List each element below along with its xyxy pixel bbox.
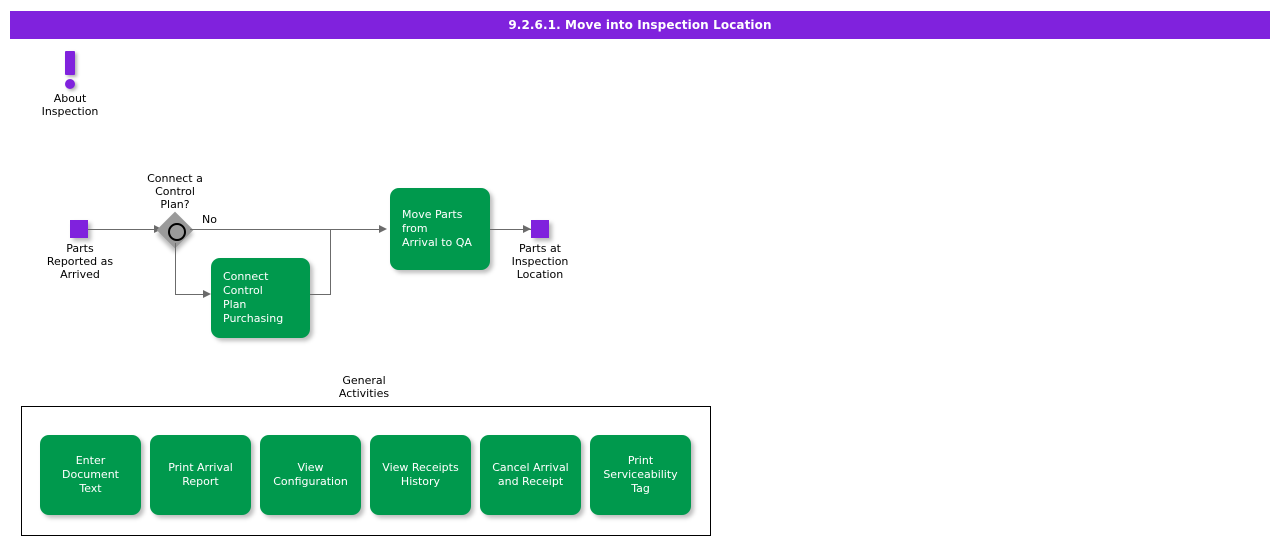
- task-connect-control-plan-purchasing[interactable]: Connect Control Plan Purchasing: [211, 258, 310, 338]
- exclamation-icon: [20, 48, 120, 92]
- connector-control-plan-out: [310, 294, 331, 295]
- button-label: Print Arrival Report: [168, 461, 233, 488]
- general-activities-label: General Activities: [338, 374, 390, 400]
- button-label: View Configuration: [273, 461, 348, 488]
- task-label: Move Parts from Arrival to QA: [402, 208, 472, 249]
- button-print-serviceability-tag[interactable]: Print Serviceability Tag: [590, 435, 691, 515]
- start-event-label: Parts Reported as Arrived: [46, 242, 114, 281]
- connector-gateway-to-control-plan: [175, 294, 207, 295]
- button-label: Print Serviceability Tag: [603, 454, 678, 495]
- start-event-parts-reported-as-arrived[interactable]: [70, 220, 88, 238]
- connector-move-parts-to-end: [490, 229, 532, 230]
- about-inspection-annotation[interactable]: About Inspection: [20, 48, 120, 118]
- connector-gateway-to-move-parts: [190, 229, 382, 230]
- button-print-arrival-report[interactable]: Print Arrival Report: [150, 435, 251, 515]
- flow-label-no: No: [202, 213, 217, 226]
- connector-gateway-down: [175, 243, 176, 294]
- exclamation-bar: [65, 51, 75, 75]
- button-label: Enter Document Text: [62, 454, 119, 495]
- arrowhead-gateway-to-control-plan: [203, 290, 211, 298]
- gateway-inclusive-circle-icon: [168, 223, 186, 241]
- task-label: Connect Control Plan Purchasing: [223, 270, 284, 325]
- button-enter-document-text[interactable]: Enter Document Text: [40, 435, 141, 515]
- button-label: View Receipts History: [382, 461, 459, 488]
- end-event-parts-at-inspection-location[interactable]: [531, 220, 549, 238]
- button-view-receipts-history[interactable]: View Receipts History: [370, 435, 471, 515]
- task-move-parts-from-arrival-to-qa[interactable]: Move Parts from Arrival to QA: [390, 188, 490, 270]
- page-title: 9.2.6.1. Move into Inspection Location: [10, 11, 1270, 39]
- connector-start-to-gateway: [88, 229, 160, 230]
- button-view-configuration[interactable]: View Configuration: [260, 435, 361, 515]
- end-event-label: Parts at Inspection Location: [511, 242, 569, 281]
- connector-control-plan-merge-up: [330, 229, 331, 295]
- about-inspection-label: About Inspection: [41, 92, 99, 118]
- exclamation-dot: [65, 79, 75, 89]
- button-label: Cancel Arrival and Receipt: [492, 461, 569, 488]
- gateway-label: Connect a Control Plan?: [147, 172, 203, 211]
- button-cancel-arrival-and-receipt[interactable]: Cancel Arrival and Receipt: [480, 435, 581, 515]
- arrowhead-gateway-to-move-parts: [379, 225, 387, 233]
- arrowhead-move-parts-to-end: [523, 225, 531, 233]
